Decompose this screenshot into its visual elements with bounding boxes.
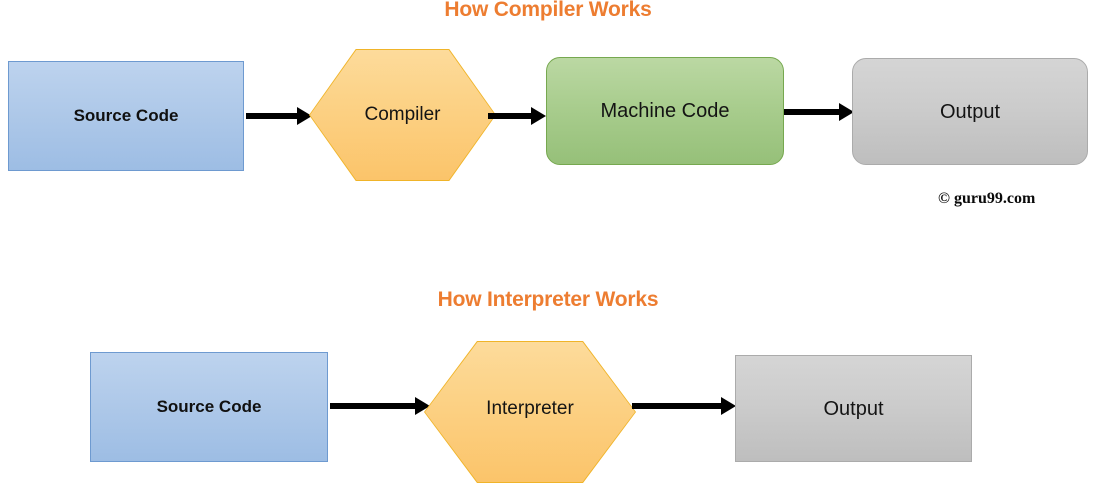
interpreter-section-title: How Interpreter Works	[437, 288, 659, 311]
arrow-head	[531, 107, 546, 125]
node-compiler-compiler-label: Compiler	[364, 103, 441, 125]
watermark-guru99: © guru99.com	[938, 190, 1036, 207]
node-compiler-output[interactable]: Output	[852, 58, 1088, 165]
arrow-shaft	[246, 113, 298, 119]
node-compiler-machine-code-label: Machine Code	[600, 100, 730, 122]
arrow-head	[721, 397, 736, 415]
node-interpreter-interpreter[interactable]: Interpreter	[425, 342, 635, 482]
node-interpreter-source-code[interactable]: Source Code	[90, 352, 328, 462]
arrow-head	[297, 107, 312, 125]
node-interpreter-source-code-label: Source Code	[156, 396, 262, 416]
arrow-shaft	[784, 109, 840, 115]
node-compiler-output-label: Output	[939, 100, 1001, 123]
node-compiler-source-code-label: Source Code	[73, 105, 179, 125]
node-compiler-machine-code[interactable]: Machine Code	[546, 57, 784, 165]
arrow-head	[839, 103, 854, 121]
compiler-section-title: How Compiler Works	[444, 0, 652, 21]
arrow-shaft	[330, 403, 416, 409]
arrow-shaft	[488, 113, 532, 119]
node-interpreter-output-label: Output	[823, 397, 884, 420]
node-compiler-compiler[interactable]: Compiler	[310, 50, 495, 180]
node-interpreter-interpreter-label: Interpreter	[486, 397, 574, 419]
arrow-shaft	[632, 403, 722, 409]
node-interpreter-output[interactable]: Output	[735, 355, 972, 462]
node-compiler-source-code[interactable]: Source Code	[8, 61, 244, 171]
